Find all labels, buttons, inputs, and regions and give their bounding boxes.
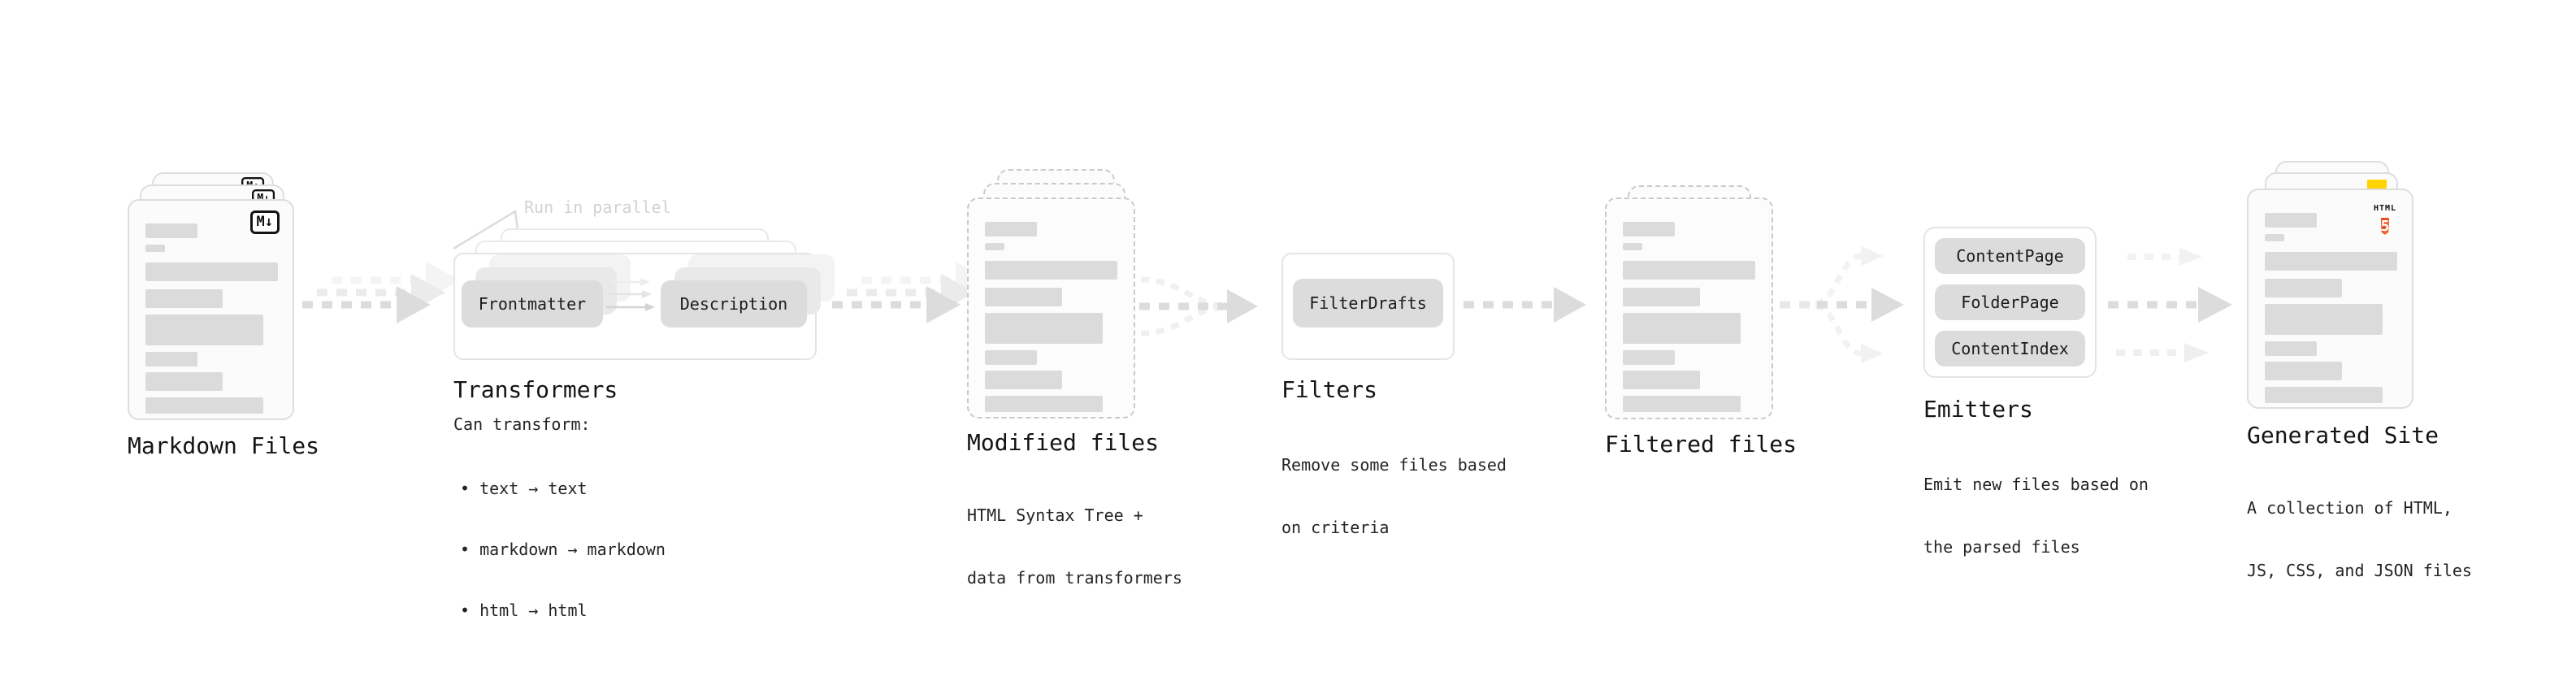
label-generated-site: Generated Site	[2247, 422, 2439, 449]
label-modified-files: Modified files	[967, 429, 1160, 456]
skeleton-line	[2265, 252, 2397, 271]
flow-arrow-filters-to-filtered	[1464, 287, 1586, 323]
description-line: on criteria	[1281, 518, 1390, 537]
contentpage-pill: ContentPage	[1935, 238, 2085, 274]
label-markdown-files: Markdown Files	[128, 432, 320, 459]
parallel-arrows-icon	[606, 278, 655, 311]
skeleton-line	[1623, 222, 1675, 236]
skeleton-line	[1623, 243, 1642, 250]
folderpage-pill: FolderPage	[1935, 284, 2085, 320]
flow-arrow-split-to-emitters	[1780, 246, 1904, 363]
description-line: HTML Syntax Tree +	[967, 505, 1143, 525]
skeleton-line	[2265, 387, 2383, 403]
node-generated-site: CSS HTML 5	[2247, 161, 2413, 409]
html5-icon: HTML 5	[2370, 198, 2400, 240]
label-emitters: Emitters	[1923, 396, 2033, 423]
markdown-icon: M↓	[249, 210, 280, 234]
flow-arrow-emitters-to-site	[2108, 248, 2232, 362]
skeleton-line	[2265, 213, 2317, 228]
site-file-card-html: HTML 5	[2247, 189, 2413, 409]
bullet-line: • html → html	[460, 601, 588, 620]
skeleton-line	[145, 245, 165, 252]
node-filtered-files	[1605, 185, 1773, 419]
description-line: JS, CSS, and JSON files	[2247, 561, 2472, 580]
html5-icon-word: HTML	[2373, 204, 2397, 213]
transformers-bullet-list: • text → text • markdown → markdown • ht…	[460, 439, 666, 661]
run-in-parallel-callout-line	[453, 209, 519, 250]
skeleton-line	[1623, 371, 1700, 389]
skeleton-line	[2265, 362, 2342, 380]
skeleton-line	[985, 396, 1103, 412]
node-filters: FilterDrafts	[1281, 253, 1455, 360]
filters-description: Remove some files based on criteria	[1281, 414, 1507, 579]
label-transformers: Transformers	[453, 376, 618, 403]
generated-site-description: A collection of HTML, JS, CSS, and JSON …	[2247, 458, 2472, 622]
modified-file-card-front	[967, 197, 1135, 419]
emitters-description: Emit new files based on the parsed files	[1923, 434, 2149, 598]
run-in-parallel-annotation: Run in parallel	[524, 197, 671, 217]
skeleton-line	[145, 262, 278, 281]
filtered-file-card-front	[1605, 197, 1773, 419]
filterdrafts-pill: FilterDrafts	[1293, 279, 1443, 327]
skeleton-line	[985, 313, 1103, 344]
markdown-file-card-front: M↓	[128, 199, 294, 420]
flow-arrow-transformers-to-modified	[832, 262, 990, 323]
transformers-description-title: Can transform:	[453, 414, 591, 434]
document-skeleton	[1607, 222, 1772, 412]
flow-arrow-files-to-transformers	[302, 262, 460, 323]
document-skeleton	[2249, 213, 2412, 403]
modified-files-description: HTML Syntax Tree + data from transformer…	[967, 465, 1182, 629]
skeleton-line	[145, 397, 263, 414]
skeleton-line	[1623, 396, 1741, 412]
javascript-icon	[2367, 180, 2387, 189]
skeleton-line	[985, 371, 1062, 389]
skeleton-line	[1623, 261, 1755, 280]
skeleton-line	[145, 314, 263, 345]
bullet-line: • text → text	[460, 479, 588, 498]
node-markdown-files: M↓ M↓ M↓	[128, 172, 294, 420]
description-line: Remove some files based	[1281, 455, 1507, 475]
description-line: Emit new files based on	[1923, 475, 2149, 494]
skeleton-line	[145, 372, 223, 391]
skeleton-line	[2265, 304, 2383, 335]
node-emitters: ContentPage FolderPage ContentIndex	[1923, 227, 2097, 378]
frontmatter-pill: Frontmatter	[462, 280, 603, 327]
skeleton-line	[1623, 313, 1741, 344]
skeleton-line	[145, 352, 197, 367]
skeleton-line	[1623, 350, 1675, 365]
skeleton-line	[985, 222, 1037, 236]
skeleton-line	[985, 288, 1062, 306]
html5-icon-shield: 5	[2380, 218, 2390, 235]
skeleton-line	[2265, 341, 2317, 356]
description-line: A collection of HTML,	[2247, 498, 2452, 518]
node-transformers: Frontmatter Description	[453, 228, 835, 360]
bullet-line: • markdown → markdown	[460, 540, 666, 559]
flow-arrow-merge-to-filters	[1139, 276, 1258, 336]
node-modified-files	[967, 169, 1135, 419]
label-filtered-files: Filtered files	[1605, 431, 1798, 458]
description-line: the parsed files	[1923, 537, 2080, 557]
skeleton-line	[985, 243, 1004, 250]
label-filters: Filters	[1281, 376, 1378, 403]
skeleton-line	[985, 261, 1117, 280]
skeleton-line	[2265, 279, 2342, 297]
skeleton-line	[985, 350, 1037, 365]
skeleton-line	[1623, 288, 1700, 306]
contentindex-pill: ContentIndex	[1935, 331, 2085, 367]
document-skeleton	[129, 223, 293, 414]
skeleton-line	[2265, 234, 2284, 241]
skeleton-line	[145, 289, 223, 308]
document-skeleton	[969, 222, 1134, 412]
description-pill: Description	[661, 280, 807, 327]
description-line: data from transformers	[967, 568, 1182, 588]
skeleton-line	[145, 223, 197, 238]
